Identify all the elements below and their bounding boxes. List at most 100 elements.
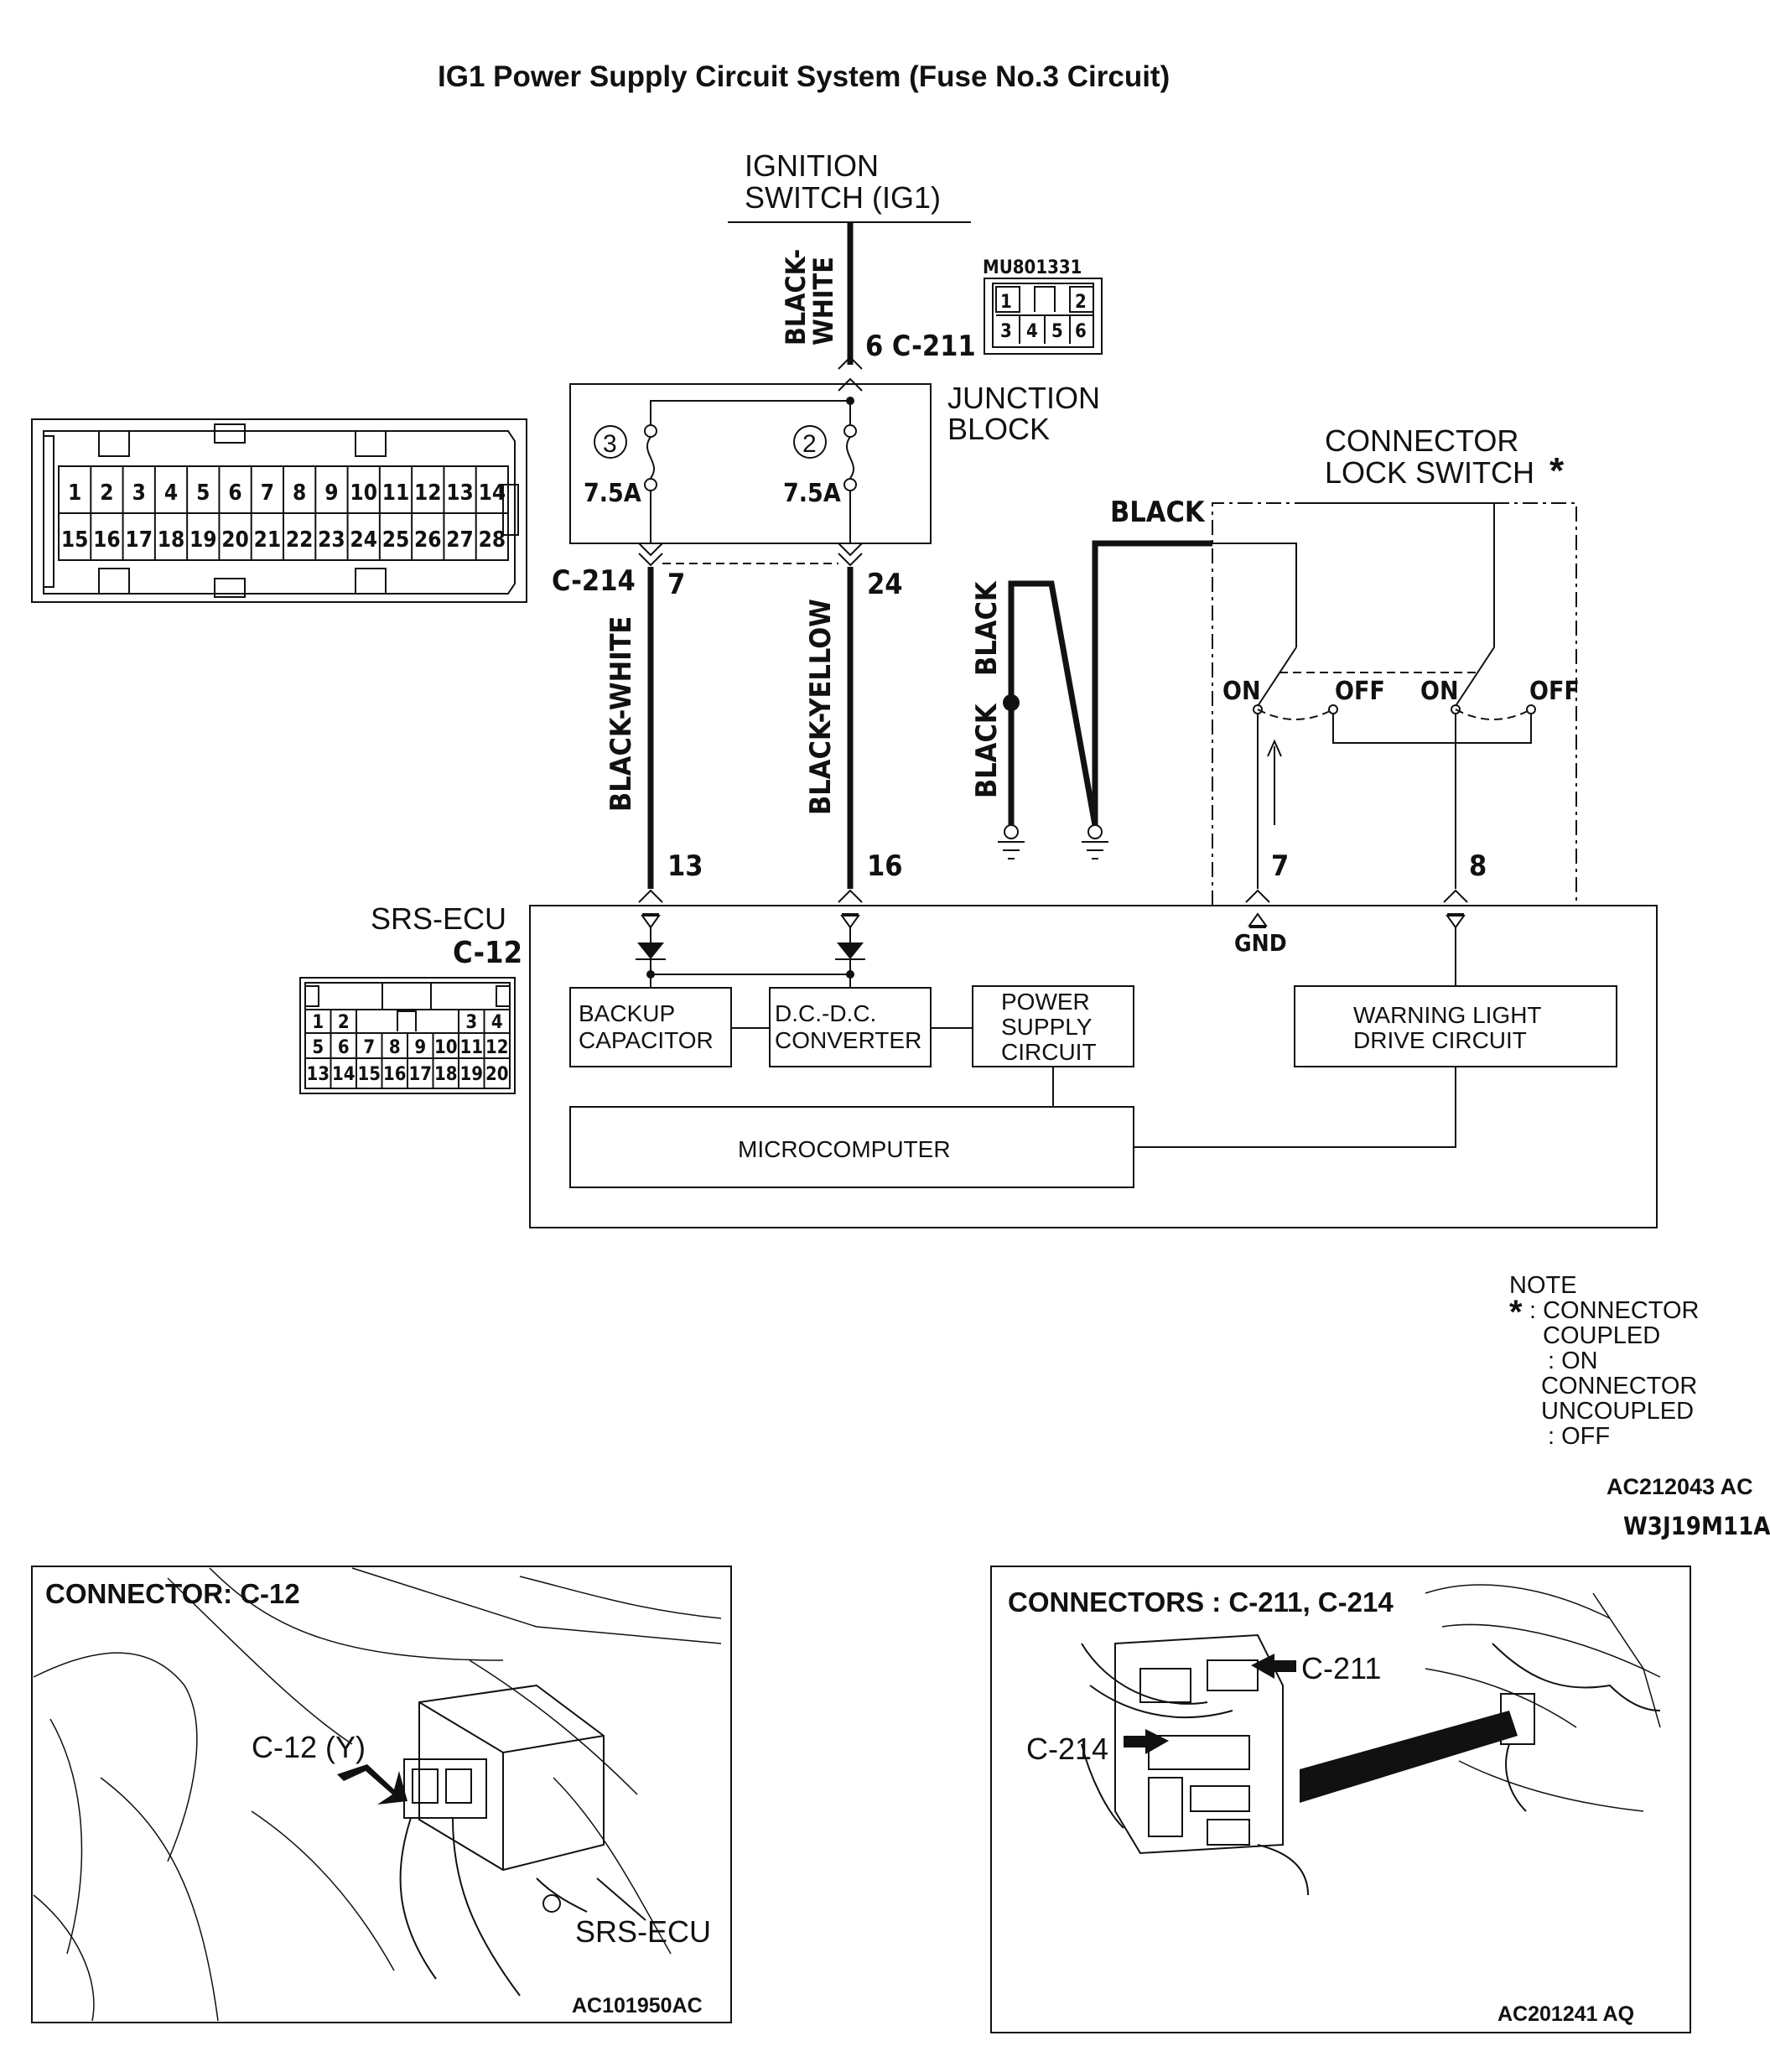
c12-pin-3: 3 [465,1012,477,1033]
block-warning-2: DRIVE CIRCUIT [1353,1027,1527,1053]
c214-pin-13: 13 [446,480,474,506]
block-dcdc-2: CONVERTER [775,1027,921,1053]
c214-pin-18: 18 [158,527,185,553]
block-micro: MICROCOMPUTER [738,1136,951,1162]
c211-pin-4: 4 [1026,321,1038,342]
c214-pin-10: 10 [350,480,377,506]
c211-pin-1: 1 [1000,292,1012,313]
c12-pin-18: 18 [434,1064,458,1085]
c214-pin-5: 5 [196,480,210,506]
figure-code: AC212043 AC [1606,1474,1753,1499]
c211-pin-label: 6 C-211 [865,330,976,363]
pin-13: 13 [667,849,703,883]
c214-pin-27: 27 [446,527,474,553]
block-backup-2: CAPACITOR [579,1027,714,1053]
block-power-2: SUPPLY [1001,1014,1093,1040]
c214-pin-26: 26 [414,527,442,553]
block-power-3: CIRCUIT [1001,1039,1097,1065]
srs-ecu-connector-label: C-12 [453,936,522,970]
panel-left-code: AC101950AC [572,1994,703,2017]
note-line-5: UNCOUPLED [1541,1398,1694,1425]
c214-pin-21: 21 [254,527,282,553]
wire-label-black-white-top-1: BLACK- [780,249,812,345]
wire-label-black-1: BLACK [1110,496,1206,529]
c214-pin-9: 9 [324,480,338,506]
switch-pin-7: 7 [1271,849,1289,883]
c214-pin-23: 23 [318,527,345,553]
c12-pin-19: 19 [459,1064,483,1085]
ignition-label-line2: SWITCH (IG1) [745,180,941,215]
junction-block: JUNCTION BLOCK 3 7.5A 2 7.5A [569,381,1100,544]
c12-pin-12: 12 [485,1037,509,1058]
note-star: * [1509,1294,1523,1331]
c12-pin-15: 15 [357,1064,381,1085]
c214-pin-20: 20 [221,527,249,553]
note-line-1: : CONNECTOR [1529,1297,1699,1324]
srs-ecu-label: SRS-ECU [371,901,506,936]
panel-left-title: CONNECTOR: C-12 [45,1578,300,1609]
wire-label-black-2: BLACK [970,580,1004,676]
c214-pin-2: 2 [100,480,113,506]
block-dcdc-1: D.C.-D.C. [775,1000,876,1026]
figure-sub-code: W3J19M11AA [1623,1512,1770,1540]
c214-pin-6: 6 [228,480,241,506]
wire-label-black-white-top-2: WHITE [807,257,839,345]
c211-pin-3: 3 [1000,321,1012,342]
note: NOTE * : CONNECTOR COUPLED : ON CONNECTO… [1509,1272,1699,1450]
srs-ecu: SRS-ECU C-12 GND BACKUP CAPACITOR [371,901,1658,1228]
c12-pin-8: 8 [389,1037,401,1058]
c12-pin-5: 5 [312,1037,324,1058]
c12-pin-6: 6 [338,1037,350,1058]
diagram-title: IG1 Power Supply Circuit System (Fuse No… [438,60,1170,93]
switch-1-off: OFF [1335,677,1385,706]
ignition-switch: IGNITION SWITCH (IG1) [728,148,971,223]
gnd-label: GND [1234,929,1287,957]
note-line-4: CONNECTOR [1541,1373,1697,1400]
wire-label-black-3: BLACK [970,703,1004,798]
c214-pin-12: 12 [414,480,442,506]
panel-connector-c12: CONNECTOR: C-12 C-12 (Y) SRS-ECU AC10195… [31,1566,732,2023]
c12-pin-16: 16 [383,1064,407,1085]
fuse-2-rating: 7.5A [783,479,841,508]
c214-pin-1: 1 [68,480,81,506]
c214-pin-24: 24 [350,527,377,553]
c12-pin-10: 10 [434,1037,458,1058]
ignition-label-line1: IGNITION [745,148,879,183]
block-warning-1: WARNING LIGHT [1353,1002,1542,1028]
junction-block-label-1: JUNCTION [947,381,1100,415]
note-title: NOTE [1509,1272,1577,1299]
switch-2-off: OFF [1529,677,1580,706]
panel-left-callout: C-12 (Y) [252,1730,366,1764]
panel-right-c214: C-214 [1026,1732,1108,1766]
c214-pin-17: 17 [125,527,153,553]
switch-1-on: ON [1222,677,1261,706]
switch-2-on: ON [1420,677,1459,706]
panel-right-title: CONNECTORS : C-211, C-214 [1008,1586,1394,1618]
block-power-1: POWER [1001,989,1090,1015]
connector-mu801331: MU801331 1 2 3 4 5 6 [983,257,1103,355]
wire-label-black-yellow: BLACK-YELLOW [804,599,838,815]
panel-right-c211: C-211 [1301,1651,1381,1685]
c214-pin-8: 8 [293,480,306,506]
lock-switch-star: * [1549,450,1565,491]
c214-pin-15: 15 [61,527,89,553]
connector-lock-switch: CONNECTOR LOCK SWITCH * ON OFF ON OFF 7 [1212,423,1580,906]
c214-pin-25: 25 [382,527,410,553]
c12-pin-4: 4 [491,1012,503,1033]
c12-pin-14: 14 [332,1064,356,1085]
c12-pin-7: 7 [363,1037,375,1058]
c12-pin-2: 2 [338,1012,350,1033]
note-line-2: COUPLED [1543,1322,1660,1349]
c214-pin-28: 28 [479,527,506,553]
c214-pin-24: 24 [867,568,903,601]
fuse-2-number: 2 [802,430,817,458]
c12-pin-20: 20 [485,1064,509,1085]
c214-pin-4: 4 [164,480,178,506]
c214-pin-3: 3 [132,480,146,506]
c211-pin-5: 5 [1051,321,1063,342]
c214-label: C-214 [552,564,636,598]
c214-pin-11: 11 [382,480,410,506]
note-line-6: : OFF [1548,1423,1610,1450]
